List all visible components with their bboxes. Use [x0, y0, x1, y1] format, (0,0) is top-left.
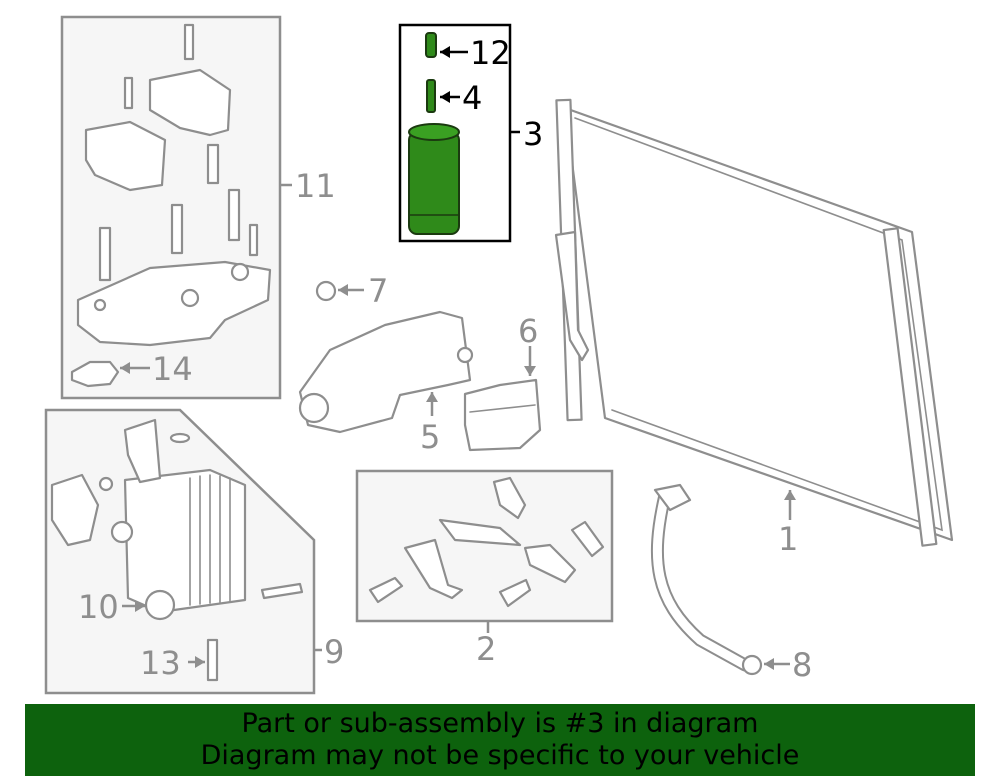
callout-10: 10 — [78, 588, 119, 626]
part-group-2: 2 — [355, 469, 614, 668]
callout-1: 1 — [778, 520, 798, 558]
callout-3: 3 — [523, 115, 543, 153]
callout-6: 6 — [518, 312, 538, 350]
part-group-3: 12 4 3 — [398, 23, 543, 243]
callout-5: 5 — [420, 418, 440, 456]
banner-line-1: Part or sub-assembly is #3 in diagram — [241, 708, 759, 739]
part-condenser-1: 1 — [554, 98, 954, 558]
info-banner: Part or sub-assembly is #3 in diagram Di… — [25, 704, 975, 776]
callout-13: 13 — [140, 644, 181, 682]
callout-14: 14 — [152, 350, 193, 388]
callout-8: 8 — [792, 646, 812, 684]
part-nut-7: 7 — [315, 272, 388, 310]
part-group-11: 14 11 — [60, 15, 336, 400]
callout-11: 11 — [295, 167, 336, 205]
parts-diagram: 14 11 12 4 3 1 7 — [44, 15, 954, 695]
part-clamp-6: 6 — [463, 312, 542, 452]
part-bracket-5: 5 — [298, 310, 474, 456]
part-group-9: 10 13 9 — [44, 408, 344, 695]
callout-2: 2 — [476, 630, 496, 668]
callout-9: 9 — [324, 633, 344, 671]
callout-4: 4 — [462, 79, 482, 117]
callout-7: 7 — [368, 272, 388, 310]
banner-line-2: Diagram may not be specific to your vehi… — [200, 740, 800, 771]
part-hose-8: 8 — [650, 483, 812, 684]
callout-12: 12 — [470, 34, 511, 72]
